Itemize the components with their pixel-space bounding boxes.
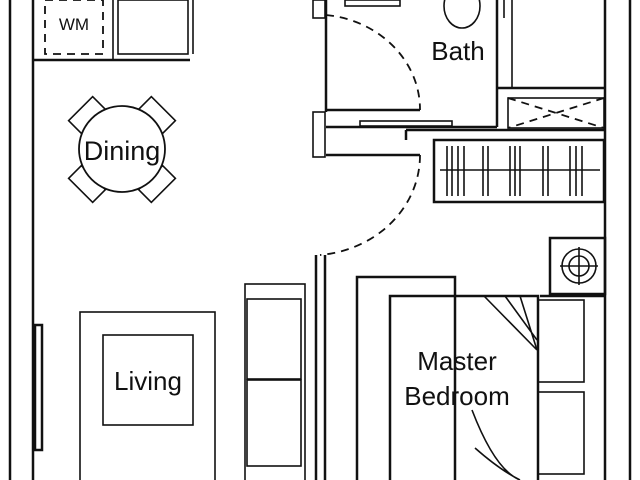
nightstand: [537, 391, 585, 475]
bath-label: Bath: [431, 36, 485, 66]
sofa: [244, 283, 306, 480]
window: [33, 323, 44, 452]
toilet-icon: [443, 0, 481, 29]
nightstand: [537, 299, 585, 383]
door-jamb: [312, 111, 326, 158]
washing-machine: WM: [44, 0, 104, 55]
rug: [79, 311, 216, 480]
bathroom: Bath: [312, 0, 605, 129]
master-bedroom: Master Bedroom: [355, 275, 605, 480]
shelf: [507, 97, 605, 129]
dining-table: Dining: [67, 95, 177, 204]
dining-label: Dining: [84, 136, 161, 166]
living-label: Living: [114, 366, 182, 396]
wm-label: WM: [59, 15, 89, 34]
bedroom-door-swing: [319, 154, 421, 256]
wardrobe: [432, 138, 606, 204]
fan-unit: [548, 236, 607, 296]
bath-door-swing: [325, 14, 421, 111]
master-label-line1: Master: [417, 346, 497, 376]
coffee-table: [102, 334, 194, 426]
kitchen-cabinet: [117, 0, 189, 55]
master-label-line2: Bedroom: [404, 381, 510, 411]
living-area: Living: [33, 255, 327, 480]
